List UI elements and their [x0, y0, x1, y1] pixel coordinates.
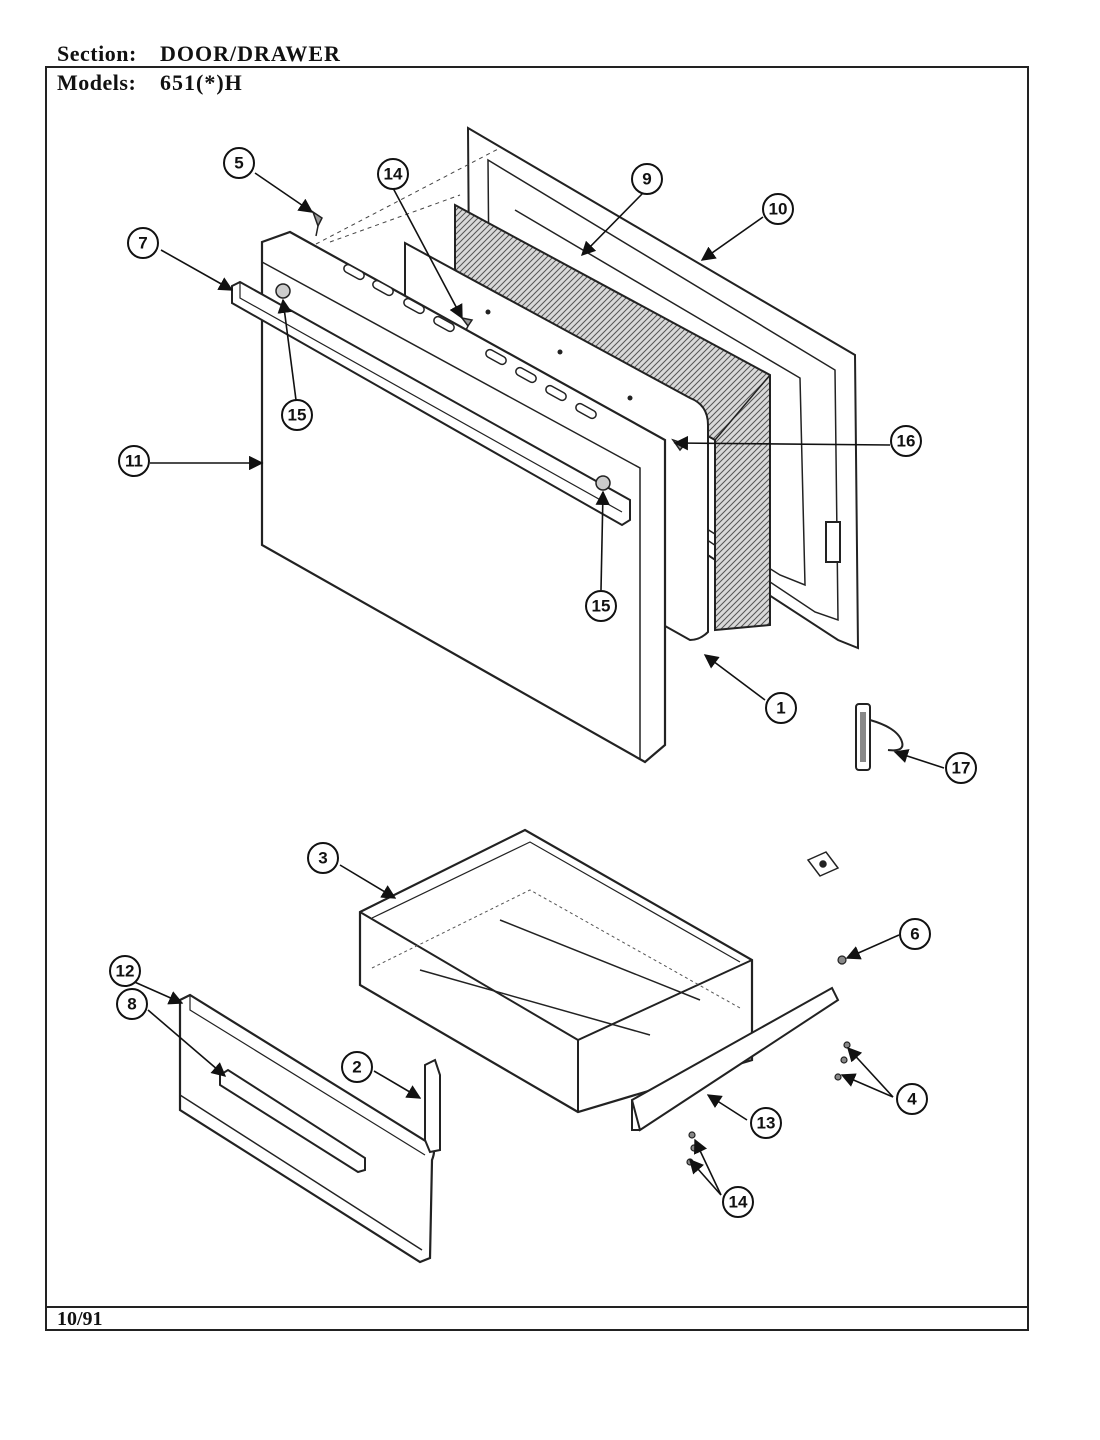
screw-hole	[627, 395, 633, 401]
alignment-lines	[315, 147, 501, 245]
footer-date: 10/91	[57, 1308, 103, 1330]
callout-10: 10	[762, 193, 794, 225]
drawer-stop-bracket	[806, 851, 840, 877]
handle-end-cap	[595, 475, 611, 491]
callout-15-right: 15	[585, 590, 617, 622]
screw-hole	[557, 349, 563, 355]
svg-text:14: 14	[729, 1193, 748, 1212]
screw-14	[690, 1144, 698, 1152]
screw-4	[840, 1056, 848, 1064]
callout-14-drawer: 14	[722, 1186, 754, 1218]
svg-text:17: 17	[952, 759, 971, 778]
screw-4	[843, 1041, 851, 1049]
footer-divider	[45, 1306, 1029, 1308]
svg-text:3: 3	[318, 849, 327, 868]
svg-text:1: 1	[776, 699, 785, 718]
svg-text:15: 15	[288, 406, 307, 425]
callout-16: 16	[890, 425, 922, 457]
callout-9: 9	[631, 163, 663, 195]
svg-text:14: 14	[384, 165, 403, 184]
svg-text:12: 12	[116, 962, 135, 981]
svg-text:16: 16	[897, 432, 916, 451]
callout-11: 11	[118, 445, 150, 477]
drawer-body	[358, 828, 754, 1114]
section-title: DOOR/DRAWER	[160, 41, 341, 66]
models-value: 651(*)H	[160, 70, 243, 95]
callouts: 5 14 9 10 7 15 16 11 15 1 17 3 6 12 8 2 …	[109, 147, 977, 1218]
drawer-rail	[630, 986, 840, 1132]
drawer-side-bracket	[424, 1058, 441, 1154]
svg-text:9: 9	[642, 170, 651, 189]
callout-14-door: 14	[377, 158, 409, 190]
callout-5: 5	[223, 147, 255, 179]
screw-hole	[485, 309, 491, 315]
callout-3: 3	[307, 842, 339, 874]
callout-8: 8	[116, 988, 148, 1020]
svg-text:5: 5	[234, 154, 243, 173]
callout-12: 12	[109, 955, 141, 987]
vent-slots	[343, 263, 597, 420]
callout-4: 4	[896, 1083, 928, 1115]
screw-6	[837, 955, 847, 965]
callout-2: 2	[341, 1051, 373, 1083]
screw-14	[688, 1131, 696, 1139]
svg-text:7: 7	[138, 234, 147, 253]
svg-text:6: 6	[910, 925, 919, 944]
leader-lines	[129, 172, 945, 1196]
handle-end-cap	[275, 283, 291, 299]
callout-7: 7	[127, 227, 159, 259]
svg-text:15: 15	[592, 597, 611, 616]
svg-text:2: 2	[352, 1058, 361, 1077]
svg-text:13: 13	[757, 1114, 776, 1133]
section-label: Section:	[57, 41, 137, 66]
door-handle	[231, 280, 631, 527]
callout-13: 13	[750, 1107, 782, 1139]
callout-6: 6	[899, 918, 931, 950]
door-hinge	[855, 703, 904, 771]
svg-text:10: 10	[769, 200, 788, 219]
svg-text:4: 4	[907, 1090, 917, 1109]
callout-17: 17	[945, 752, 977, 784]
callout-1: 1	[765, 692, 797, 724]
diagram-frame	[45, 66, 1029, 1331]
models-label: Models:	[57, 70, 137, 95]
callout-15-left: 15	[281, 399, 313, 431]
drawer-handle	[219, 1068, 366, 1174]
drawer-screws	[686, 955, 851, 1166]
screw-4	[834, 1073, 842, 1081]
svg-text:11: 11	[125, 452, 143, 471]
svg-text:8: 8	[127, 995, 136, 1014]
